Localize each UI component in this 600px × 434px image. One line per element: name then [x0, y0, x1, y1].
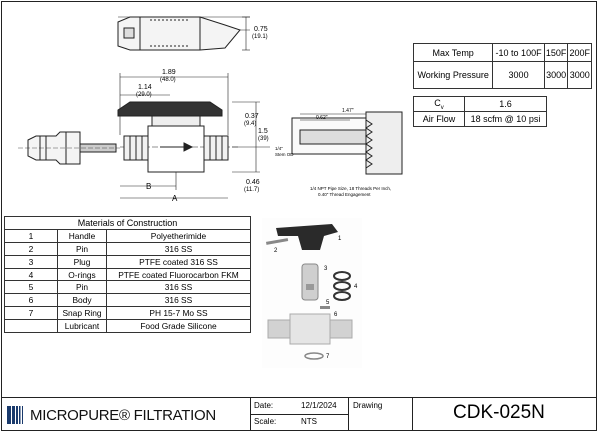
- valve-technical-drawing: 0.75 (19.1) 1.89 (48.0) 1.14 (29.0) B: [18, 16, 403, 203]
- part-label-3: 3: [324, 266, 328, 272]
- company-name: MICROPURE® FILTRATION: [30, 407, 216, 424]
- spec-row-col1: 3000: [492, 61, 545, 89]
- part-label-7: 7: [326, 354, 330, 360]
- handle-front: [117, 101, 223, 117]
- part-pin: [265, 238, 289, 245]
- dim-15-mm: (39): [258, 136, 269, 142]
- dim-half: 1.14: [138, 84, 152, 91]
- tube-od-label: Stem OD: [275, 152, 294, 157]
- label-b: B: [146, 182, 151, 191]
- scale-label: Scale:: [254, 417, 277, 426]
- cv-value: 1.6: [464, 96, 547, 112]
- dim-height-top: 0.75: [254, 26, 268, 33]
- air-flow-label: Air Flow: [413, 111, 465, 127]
- part-label-1: 1: [338, 236, 342, 242]
- part-label-5: 5: [326, 300, 330, 306]
- part-label-2: 2: [274, 248, 278, 254]
- dim-037: 0.37: [245, 113, 259, 120]
- air-flow-value: 18 scfm @ 10 psi: [464, 111, 547, 127]
- drawing-number: CDK-025N: [453, 402, 545, 423]
- fitting-left: [123, 135, 149, 161]
- company-logo: MICROPURE® FILTRATION: [6, 404, 246, 426]
- part-handle: [276, 224, 338, 250]
- dim-half-mm: (29.0): [136, 92, 152, 98]
- dim-overall-mm: (48.0): [160, 77, 176, 83]
- dim-15: 1.5: [258, 128, 268, 135]
- part-snap-ring: [304, 352, 324, 360]
- fitting-side-detail: [18, 131, 120, 165]
- cv-label: Cv: [413, 96, 465, 112]
- drawing-number-cell: CDK-025N: [412, 398, 596, 431]
- exploded-parts-view: 1 2 3 4 5 6 7: [262, 218, 362, 368]
- dim-height-top-mm: (19.1): [252, 34, 268, 40]
- part-plug: [301, 263, 319, 301]
- dim-046-mm: (11.7): [244, 187, 259, 193]
- valve-body-front: [120, 115, 238, 173]
- part-label-6: 6: [334, 312, 338, 318]
- part-orings: [333, 271, 351, 301]
- title-block: MICROPURE® FILTRATION Date: 12/1/2024 Sc…: [2, 397, 596, 431]
- thread-note-1: 1/4 NPT Pipe Size, 18 Threads Per Inch,: [310, 186, 391, 191]
- scale-value: NTS: [301, 417, 317, 426]
- spec-header-label: Max Temp: [412, 43, 494, 62]
- spec-row-label: Working Pressure: [412, 61, 494, 89]
- dim-overall: 1.89: [162, 69, 176, 76]
- dim-062: 0.62": [316, 115, 328, 121]
- spec-header-col1: -10 to 100F: [492, 43, 545, 62]
- thread-note-2: 0.40" Thread Engagement: [318, 192, 371, 197]
- label-a: A: [172, 194, 178, 203]
- date-scale-cell: Date: 12/1/2024 Scale: NTS: [250, 398, 348, 431]
- spec-header-col2: 150F: [543, 43, 569, 62]
- materials-title: Materials of Construction: [4, 216, 251, 230]
- part-label-4: 4: [354, 284, 358, 290]
- dim-147: 1.47": [342, 108, 354, 114]
- pressure-spec-table: Max Temp -10 to 100F 150F 200F Working P…: [412, 43, 592, 89]
- drawing-label-cell: Drawing: [348, 398, 412, 431]
- fitting-right: [203, 135, 229, 161]
- part-pin-5: [320, 306, 330, 309]
- spec-row-col3: 3000: [567, 61, 592, 89]
- thread-engagement-detail: [291, 111, 403, 175]
- dim-037-mm: (9.4): [244, 121, 256, 127]
- spec-header-col3: 200F: [567, 43, 592, 62]
- handle-top-view: [117, 16, 250, 51]
- flow-table: Cv 1.6 Air Flow 18 scfm @ 10 psi: [413, 96, 547, 127]
- logo-icon: [7, 406, 23, 424]
- dim-046: 0.46: [246, 179, 260, 186]
- part-body: [267, 313, 353, 345]
- date-value: 12/1/2024: [301, 401, 337, 410]
- height-dimension: [242, 16, 250, 51]
- drawing-label: Drawing: [353, 401, 383, 410]
- tube-od: 1/4": [275, 146, 283, 151]
- spec-row-col2: 3000: [543, 61, 569, 89]
- date-label: Date:: [254, 401, 274, 410]
